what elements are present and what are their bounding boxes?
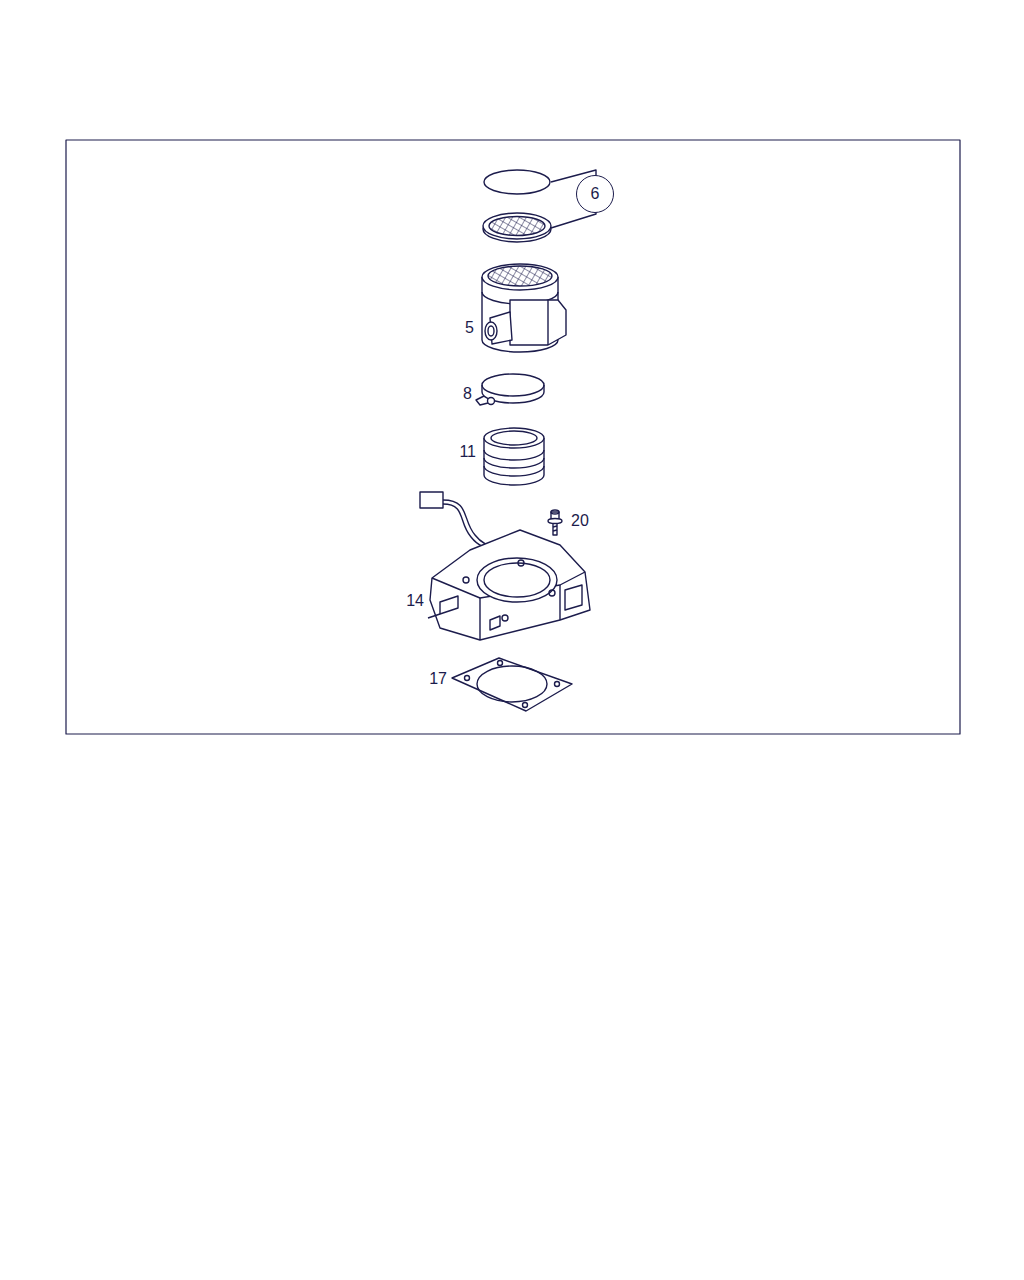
callout-number: 14 xyxy=(406,593,424,609)
callout-number: 5 xyxy=(465,320,474,336)
gasket xyxy=(452,658,572,711)
callout-number: 20 xyxy=(571,513,589,529)
callout-number: 11 xyxy=(459,444,476,460)
frame xyxy=(66,140,960,734)
filter-screen xyxy=(483,213,551,242)
hose-clamp xyxy=(476,374,544,405)
screw xyxy=(548,510,562,535)
leader-line xyxy=(551,212,596,228)
rubber-sleeve xyxy=(484,428,544,485)
throttle-body xyxy=(420,492,590,640)
callout-number: 6 xyxy=(591,186,600,202)
o-ring xyxy=(484,170,550,194)
air-mass-sensor xyxy=(482,264,566,352)
callout-number: 8 xyxy=(463,386,472,402)
callout-number: 17 xyxy=(429,671,447,687)
callout-circle: 6 xyxy=(576,175,614,213)
